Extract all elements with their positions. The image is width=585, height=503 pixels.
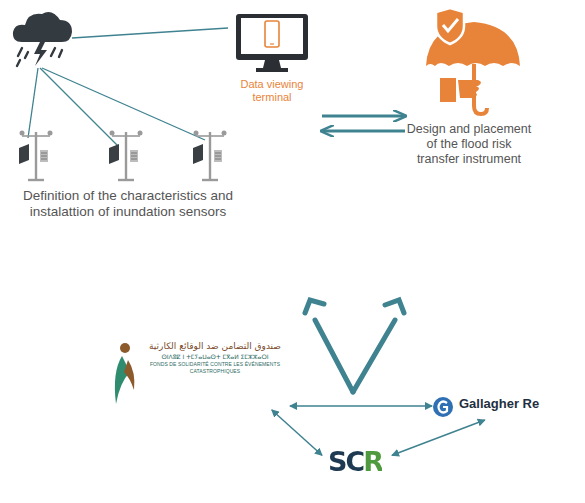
node-text: Gallagher Re [459,396,564,411]
fsec-emblem [108,342,136,406]
fsec-logo: صندوق التضامن ضد الوقائع الكارثيةⵙⵏⴷⵓⵇ ⵏ… [108,340,290,410]
v-arrows [305,300,404,392]
sensor-station [193,131,227,181]
sensor-station [109,131,143,181]
sensor-node: Definition of the characteristics and in… [4,128,252,220]
node-text: ⵙⵏⴷⵓⵇ ⵏ ⵜⵎⵢⴰⵡⴰⵙⵜ ⵎⴳⴰⵍ ⵉⵎⵣⵣⴰⵔⵏ [140,352,290,361]
node-text: Definition of the characteristics and in… [4,188,252,220]
umbrella-icon [414,8,524,116]
node-text: FONDS DE SOLIDARITÉ CONTRE LES ÉVÉNEMENT… [140,361,290,375]
connector-arrow [272,410,322,455]
gallagher-emblem [432,396,454,418]
connector-arrow [290,405,432,407]
risk-transfer-node: Design and placement of the flood risk t… [405,8,533,167]
cloud-link [28,28,228,146]
scr-logo: SCR [322,446,392,477]
connector-arrow [322,130,405,133]
gallagher-logo: Gallagher Re [432,396,564,420]
node-text: Data viewing terminal [222,78,322,104]
storm-cloud [13,12,72,66]
sensor-stations [8,128,248,184]
connector-arrow [322,115,405,118]
node-text: صندوق التضامن ضد الوقائع الكارثية [140,340,290,352]
node-text: Design and placement of the flood risk t… [405,122,533,167]
sensor-station [19,131,53,181]
terminal-node: Data viewing terminal [222,12,322,140]
connector-arrow [392,420,485,455]
node-text: SCR [328,446,382,477]
monitor-icon [232,12,312,74]
